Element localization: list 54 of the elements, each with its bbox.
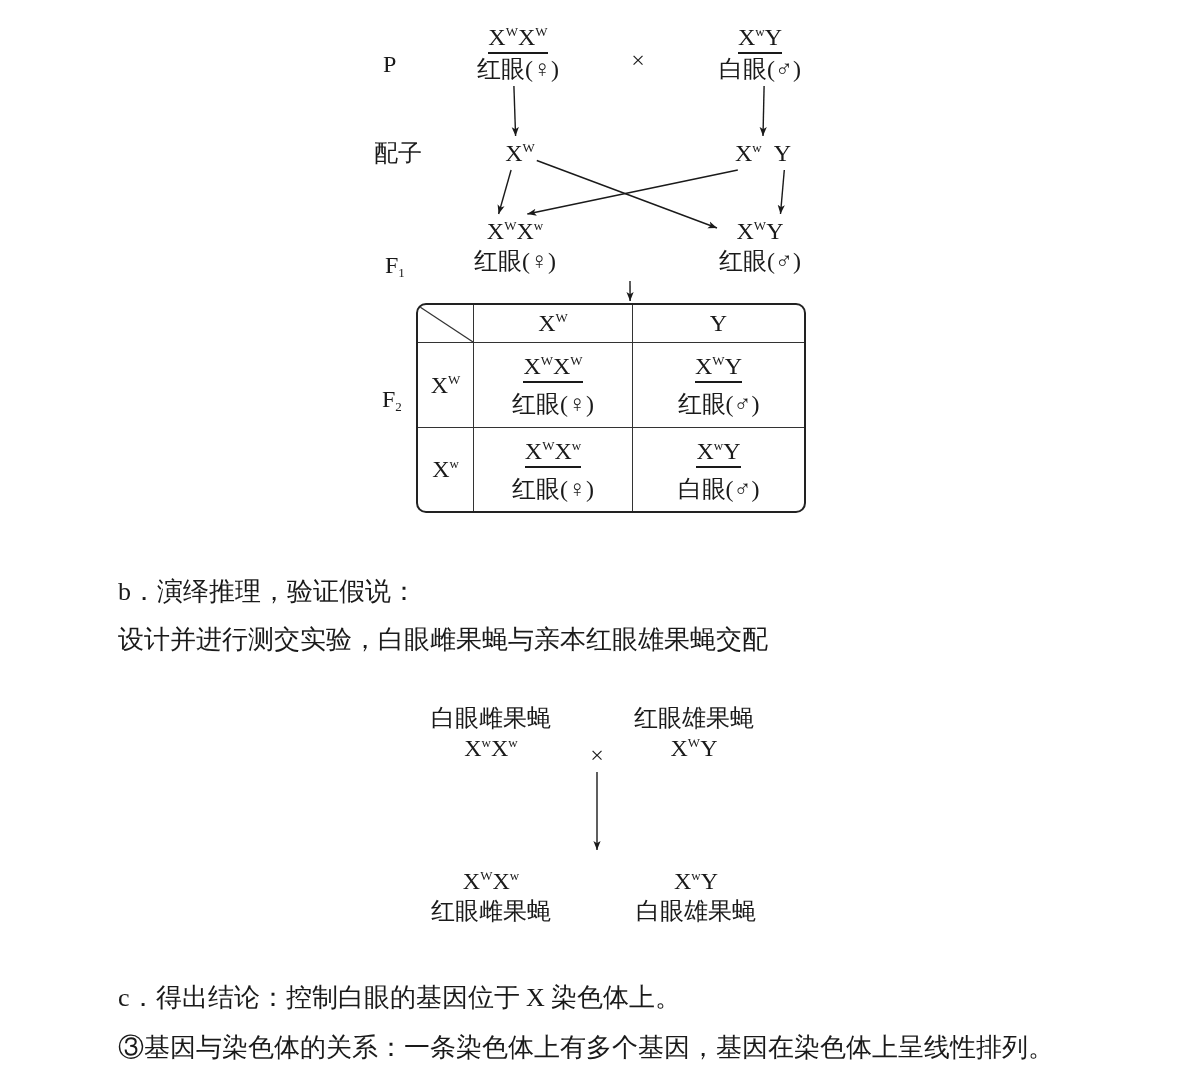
phenotype-label: 红眼(♀) <box>512 474 594 504</box>
phenotype-label: 红眼雄果蝇 <box>634 704 754 733</box>
gamete-label: X$^{w}$ <box>734 139 762 168</box>
genotype-label: X$^{w}$Y <box>673 867 719 896</box>
arrow <box>526 169 739 216</box>
generation-label: F$_{2}$ <box>382 385 402 415</box>
phenotype-label: 白眼雌果蝇 <box>431 704 551 733</box>
phenotype-label: 白眼(♂) <box>719 55 801 84</box>
genotype-label: X$^{w}$Y <box>737 22 783 54</box>
genotype-label: X$^{W}$Y <box>695 351 742 383</box>
genotype-label: X$^{W}$Y <box>670 734 718 763</box>
phenotype-label: 红眼(♀) <box>512 390 594 419</box>
genotype-label: X$^{w}$X$^{w}$ <box>464 734 518 763</box>
arrow <box>626 280 634 302</box>
section-heading: b．演绎推理，验证假说： <box>118 576 417 608</box>
body-text: 设计并进行测交实验，白眼雌果蝇与亲本红眼雄果蝇交配 <box>118 624 768 656</box>
punnett-table <box>416 303 806 513</box>
arrow <box>777 169 785 215</box>
generation-label: F$_{1}$ <box>385 251 405 281</box>
gamete-label: Y <box>773 139 792 168</box>
arrow <box>759 85 767 137</box>
phenotype-label: 红眼(♂) <box>677 390 760 419</box>
genotype-label: X$^{W}$X$^{w}$ <box>462 867 520 896</box>
punnett-cell <box>632 342 804 427</box>
gamete-header-cell: Y <box>632 305 804 342</box>
gamete-header-cell: X$^{W}$ <box>418 342 473 427</box>
arrow <box>536 159 718 229</box>
punnett-cell <box>473 342 632 427</box>
arrow <box>593 771 601 851</box>
genotype-label: X$^{W}$X$^{W}$ <box>488 22 548 54</box>
section-heading: c．得出结论：控制白眼的基因位于 X 染色体上。 <box>118 982 682 1014</box>
cross-sign: × <box>590 740 604 770</box>
cross-sign: × <box>631 46 645 75</box>
gamete-label: X$^{W}$ <box>505 138 535 168</box>
generation-label: 配子 <box>374 139 422 168</box>
phenotype-label: 红眼雌果蝇 <box>431 897 551 926</box>
genotype-label: X$^{W}$Y <box>736 217 784 246</box>
arrow <box>511 85 519 137</box>
genotype-label: X$^{w}$Y <box>696 435 741 468</box>
punnett-cell <box>473 427 632 511</box>
body-text: ③基因与染色体的关系：一条染色体上有多个基因，基因在染色体上呈线性排列。 <box>118 1032 1054 1064</box>
gamete-header-cell: X$^{W}$ <box>473 305 632 342</box>
genotype-label: X$^{W}$X$^{w}$ <box>524 435 582 468</box>
arrow <box>497 169 512 215</box>
phenotype-label: 红眼(♂) <box>719 247 801 276</box>
phenotype-label: 红眼(♀) <box>477 55 559 84</box>
generation-label: P <box>383 50 397 79</box>
gamete-header-cell: X$^{w}$ <box>418 427 473 511</box>
phenotype-label: 红眼(♀) <box>474 247 556 276</box>
punnett-cell <box>632 427 804 511</box>
phenotype-label: 白眼雄果蝇 <box>636 897 756 926</box>
genotype-label: X$^{W}$X$^{W}$ <box>523 351 583 383</box>
phenotype-label: 白眼(♂) <box>677 474 760 504</box>
genotype-label: X$^{W}$X$^{w}$ <box>486 217 544 246</box>
